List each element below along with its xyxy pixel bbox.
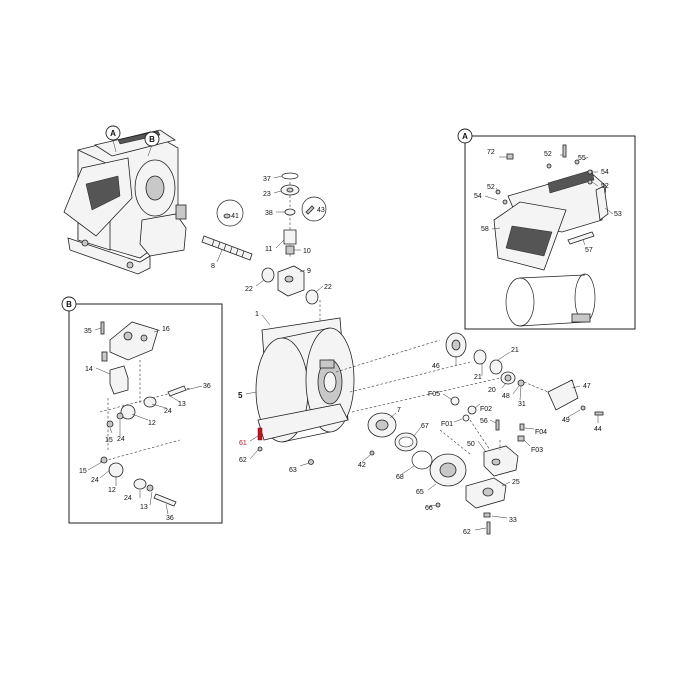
detail-b-label: 24 <box>91 477 99 484</box>
part-label: 63 <box>289 467 297 474</box>
detail-b-label: 35 <box>84 328 92 335</box>
winch-overview-illustration <box>63 129 187 275</box>
detail-b-panel: B <box>61 296 223 524</box>
part-label: 46 <box>432 363 440 370</box>
part-label: F05 <box>428 391 440 398</box>
detail-a-label: 53 <box>614 211 622 218</box>
part-label: 66 <box>425 505 433 512</box>
detail-a-label: 55 <box>578 155 586 162</box>
part-label: 11 <box>265 246 272 253</box>
part-label: 22 <box>245 286 253 293</box>
part-label: 8 <box>211 263 215 270</box>
callout-a-marker: A <box>105 125 121 141</box>
part-label: 25 <box>512 479 520 486</box>
detail-b-label: 15 <box>105 437 113 444</box>
detail-a-label: 72 <box>487 149 495 156</box>
detail-b-label: 24 <box>117 436 125 443</box>
detail-a-letter: A <box>462 132 468 141</box>
detail-b-label: 36 <box>166 515 174 522</box>
detail-a-label: 57 <box>585 247 593 254</box>
part-label: F01 <box>441 421 453 428</box>
part-label: 37 <box>263 176 271 183</box>
part-label: 33 <box>509 517 517 524</box>
part-label: 38 <box>265 210 273 217</box>
detail-a-label: 54 <box>601 169 609 176</box>
detail-b-label: 16 <box>162 326 170 333</box>
detail-b-label: 14 <box>85 366 93 373</box>
detail-a-label: 58 <box>481 226 489 233</box>
detail-a-label: 54 <box>474 193 482 200</box>
part-label: 7 <box>397 407 401 414</box>
part-label: 68 <box>396 474 404 481</box>
main-exploded-view: 37 23 38 41 43 11 10 9 8 22 22 1 5 61 62… <box>201 172 604 536</box>
svg-text:B: B <box>149 135 155 144</box>
part-label: 67 <box>421 423 429 430</box>
part-label: 31 <box>518 401 526 408</box>
detail-a-label: 52 <box>487 184 495 191</box>
part-label: 21 <box>511 347 519 354</box>
part-label: F04 <box>535 429 547 436</box>
part-label: 62 <box>239 457 247 464</box>
part-label: 22 <box>324 284 332 291</box>
detail-b-label: 12 <box>148 420 156 427</box>
part-label: F03 <box>531 447 543 454</box>
detail-a-marker <box>457 128 473 144</box>
callout-b-marker: B <box>144 131 160 147</box>
detail-b-label: 13 <box>178 401 186 408</box>
part-label: 48 <box>502 393 510 400</box>
part-label: 20 <box>488 387 496 394</box>
part-label: F02 <box>480 406 492 413</box>
detail-a-label: 52 <box>544 151 552 158</box>
detail-a-panel: A 72 52 55 54 <box>457 128 636 330</box>
detail-b-label: 15 <box>79 468 87 475</box>
part-label: 9 <box>307 268 311 275</box>
detail-b-label: 24 <box>164 408 172 415</box>
part-label: 49 <box>562 417 570 424</box>
highlighted-part-label: 61 <box>239 440 247 447</box>
part-label: 10 <box>303 248 311 255</box>
part-label: 41 <box>231 213 239 220</box>
detail-a-label: 52 <box>601 183 609 190</box>
detail-b-marker <box>61 296 77 312</box>
part-label: 56 <box>480 418 488 425</box>
part-label: 44 <box>594 426 602 433</box>
part-label: 65 <box>416 489 424 496</box>
part-label: 1 <box>255 311 259 318</box>
detail-b-label: 12 <box>108 487 116 494</box>
part-label: 43 <box>317 207 325 214</box>
detail-b-label: 13 <box>140 504 148 511</box>
svg-text:A: A <box>110 129 116 138</box>
part-label: 62 <box>463 529 471 536</box>
assembly-label: 5 <box>238 391 243 400</box>
part-label: 42 <box>358 462 366 469</box>
detail-b-letter: B <box>66 300 72 309</box>
detail-b-label: 36 <box>203 383 211 390</box>
part-label: 47 <box>583 383 591 390</box>
part-label: 50 <box>467 441 475 448</box>
part-label: 23 <box>263 191 271 198</box>
detail-b-label: 24 <box>124 495 132 502</box>
bolt-61-highlight <box>257 427 263 441</box>
part-label: 21 <box>474 374 482 381</box>
